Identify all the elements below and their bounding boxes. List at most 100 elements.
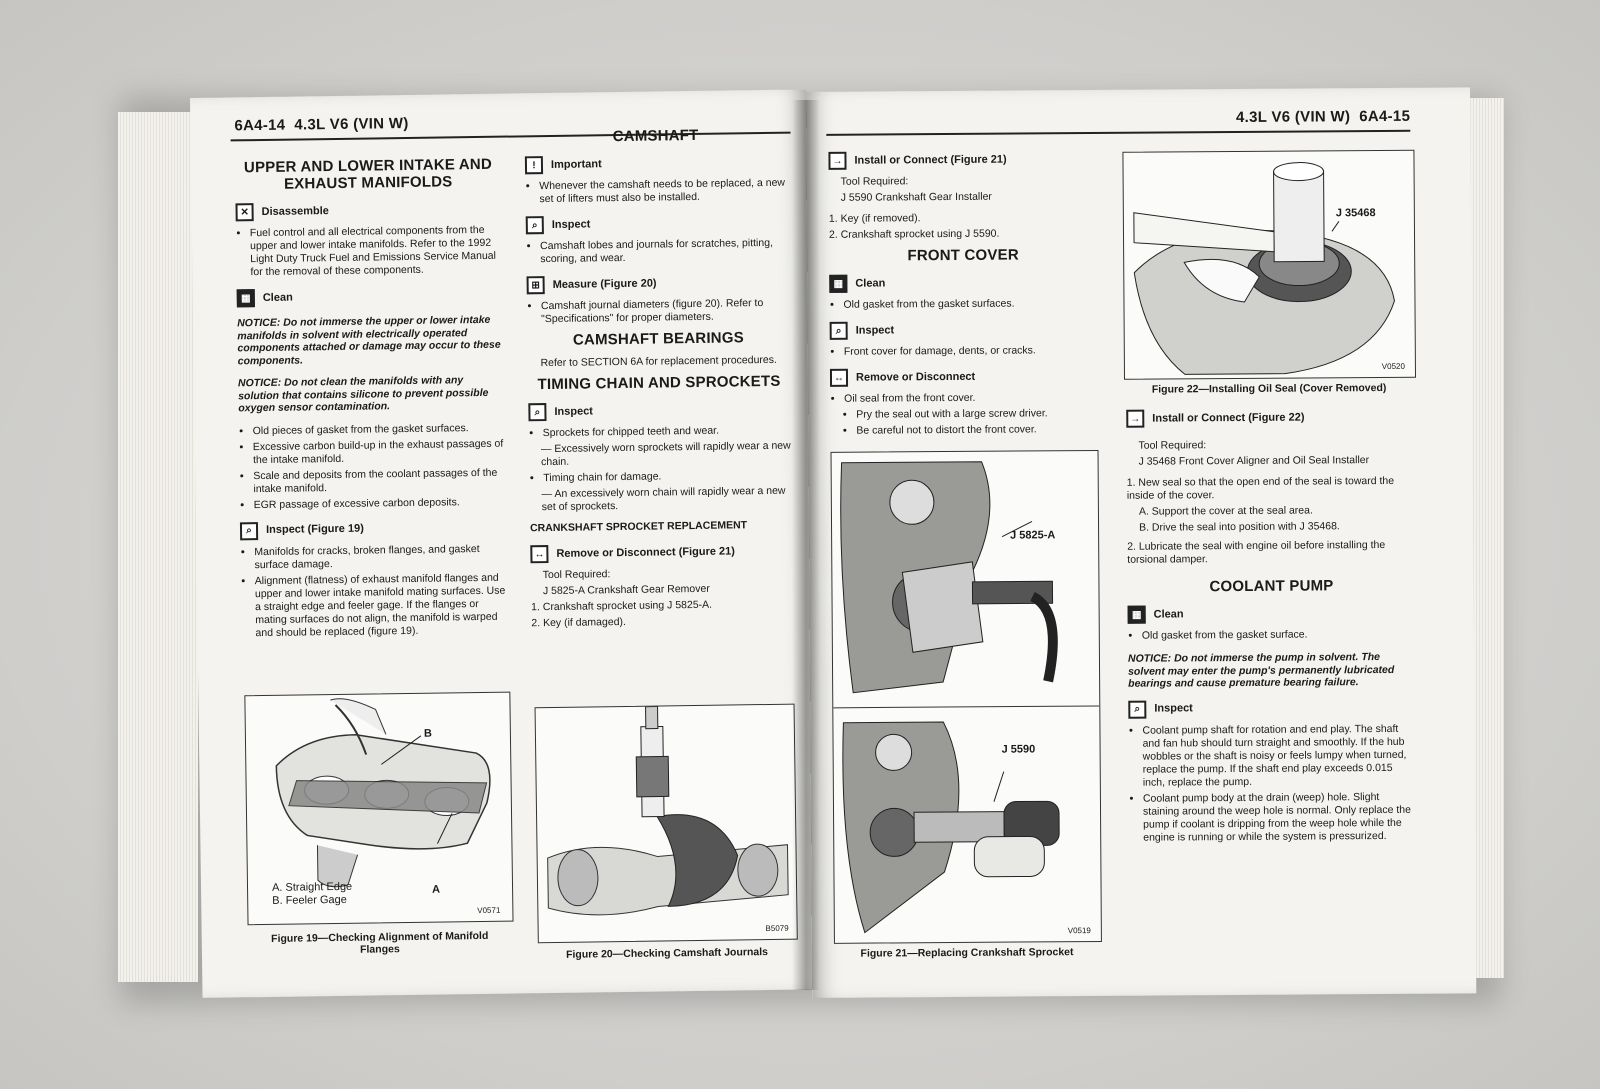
callout-j5825a: J 5825-A: [1010, 529, 1056, 542]
measure-item: Camshaft journal diameters (figure 20). …: [541, 297, 789, 326]
section-title-manifolds: UPPER AND LOWER INTAKE AND EXHAUST MANIF…: [243, 155, 493, 193]
left-running-head: 6A4-14 4.3L V6 (VIN W): [234, 115, 408, 134]
disassemble-label: Disassemble: [261, 204, 329, 218]
crankshaft-sprocket-heading: CRANKSHAFT SPROCKET REPLACEMENT: [529, 519, 748, 535]
clean-heading: ▦ Clean: [236, 286, 503, 308]
important-heading: ! Important: [524, 153, 787, 175]
disassemble-icon: ✕: [235, 203, 254, 222]
right-page-number: 6A4-15: [1359, 107, 1411, 126]
tool-required-label: Tool Required:: [542, 568, 611, 582]
exclamation-icon: !: [524, 156, 544, 175]
remove-heading: ↔ Remove or Disconnect (Figure 21): [530, 542, 792, 564]
tool-name: J 5825-A Crankshaft Gear Remover: [542, 582, 710, 598]
right-column-2: → Install or Connect (Figure 22) Tool Req…: [1126, 398, 1417, 847]
inspect-label: Inspect: [551, 217, 591, 231]
clean-item: Old pieces of gasket from the gasket sur…: [253, 421, 505, 438]
inspect-label: Inspect: [1154, 702, 1193, 715]
figure-20-caption: Figure 20—Checking Camshaft Journals: [565, 946, 769, 961]
magnifier-icon: ⌕: [528, 403, 547, 422]
clean-item: EGR passage of excessive carbon deposits…: [254, 495, 506, 512]
timing-item: Timing chain for damage.: [543, 469, 791, 485]
callout-j5590: J 5590: [1001, 743, 1036, 756]
left-page-number: 6A4-14: [234, 116, 286, 135]
inspect-heading: ⌕ Inspect: [1128, 698, 1416, 719]
notice-pump-solvent: NOTICE: Do not immerse the pump in solve…: [1127, 651, 1395, 690]
left-page-stack: [118, 112, 198, 982]
step: 2. Crankshaft sprocket using J 5590.: [828, 227, 1000, 241]
figure-22-illustration: J 35468 V0520: [1122, 149, 1417, 380]
crankshaft-sprocket-drawing: [833, 461, 1100, 934]
left-column-1: UPPER AND LOWER INTAKE AND EXHAUST MANIF…: [235, 150, 508, 643]
oil-seal-installer-drawing: [1133, 162, 1395, 375]
step: 2. Lubricate the seal with engine oil be…: [1127, 538, 1386, 566]
clean-label: Clean: [855, 276, 886, 290]
inspect-item: Alignment (flatness) of exhaust manifold…: [255, 571, 508, 640]
figure-20-code: B5079: [765, 923, 789, 934]
remove-subitem: Pry the seal out with a large screw driv…: [856, 407, 1098, 422]
manifold-drawing: [275, 698, 491, 888]
notice-silicone: NOTICE: Do not clean the manifolds with …: [237, 374, 489, 415]
inspect-item: Coolant pump shaft for rotation and end …: [1142, 722, 1416, 789]
right-column-1: →Install or Connect (Figure 21) Tool Req…: [828, 140, 1098, 441]
inspect-heading: ⌕Inspect (Figure 19): [239, 518, 506, 540]
inspect-item: Front cover for damage, dents, or cracks…: [844, 344, 1098, 359]
disassemble-heading: ✕ Disassemble: [235, 200, 501, 222]
timing-inspect-heading: ⌕ Inspect: [528, 400, 790, 422]
figure-22-caption: Figure 22—Installing Oil Seal (Cover Rem…: [1151, 381, 1387, 396]
camshaft-inspect-heading: ⌕ Inspect: [525, 213, 788, 235]
remove-label: Remove or Disconnect (Figure 21): [556, 544, 735, 560]
magnifier-icon: ⌕: [239, 521, 259, 540]
inspect-item: Manifolds for cracks, broken flanges, an…: [254, 542, 506, 572]
timing-subitem: — Excessively worn sprockets will rapidl…: [540, 439, 791, 469]
caliper-icon: ⊞: [526, 276, 545, 295]
inspect-label: Inspect: [554, 404, 594, 418]
callout-a: A: [431, 883, 441, 896]
tool-required-label: Tool Required:: [840, 175, 909, 188]
clean-item: Old gasket from the gasket surface.: [1142, 628, 1416, 643]
install-arrows-icon: →: [1126, 409, 1145, 428]
clean-icon: ▦: [829, 274, 848, 293]
left-page: 6A4-14 4.3L V6 (VIN W) UPPER AND LOWER I…: [190, 89, 819, 998]
remove-arrows-icon: ↔: [530, 545, 549, 564]
remove-label: Remove or Disconnect: [855, 370, 976, 384]
section-title-front-cover: FRONT COVER: [907, 246, 1019, 265]
install-label: Install or Connect (Figure 22): [1152, 411, 1305, 425]
figure-22-code: V0520: [1381, 361, 1405, 371]
book-gutter: [792, 100, 820, 990]
tool-required-label: Tool Required:: [1138, 439, 1207, 452]
tool-name: J 5590 Crankshaft Gear Installer: [840, 190, 992, 204]
figure-21-code: V0519: [1067, 926, 1091, 936]
figure-21-caption: Figure 21—Replacing Crankshaft Sprocket: [860, 946, 1074, 960]
install-heading: →Install or Connect (Figure 21): [828, 150, 1096, 170]
magnifier-icon: ⌕: [525, 216, 544, 235]
remove-subitem: Be careful not to distort the front cove…: [856, 423, 1098, 438]
figure-19-illustration: B A A. Straight Edge B. Feeler Gage V057…: [244, 691, 514, 926]
clean-item: Excessive carbon build-up in the exhaust…: [253, 437, 505, 467]
tool-name: J 35468 Front Cover Aligner and Oil Seal…: [1138, 454, 1370, 468]
clean-icon: ▦: [236, 289, 255, 308]
camshaft-micrometer-drawing: [547, 706, 789, 916]
left-engine-label: 4.3L V6 (VIN W): [294, 114, 409, 134]
section-title-coolant-pump: COOLANT PUMP: [1209, 577, 1334, 596]
figure-20-illustration: B5079: [534, 703, 798, 944]
inspect-heading: ⌕Inspect: [829, 320, 1098, 340]
measure-heading: ⊞Measure (Figure 20): [526, 273, 789, 295]
substep: B. Drive the seal into position with J 3…: [1139, 520, 1340, 534]
remove-heading: ↔Remove or Disconnect: [829, 367, 1098, 387]
callout-b: B: [423, 727, 432, 740]
legend-b: B. Feeler Gage: [272, 893, 347, 907]
camshaft-inspect-item: Camshaft lobes and journals for scratche…: [540, 237, 788, 266]
clean-label: Clean: [262, 291, 293, 304]
important-label: Important: [550, 157, 602, 171]
inspect-item: Coolant pump body at the drain (weep) ho…: [1143, 790, 1417, 844]
remove-item: Oil seal from the front cover.: [844, 391, 1098, 406]
timing-subitem: — An excessively worn chain will rapidly…: [541, 484, 786, 514]
magnifier-icon: ⌕: [1128, 700, 1147, 719]
notice-immerse: NOTICE: Do not immerse the upper or lowe…: [237, 313, 501, 367]
substep: A. Support the cover at the seal area.: [1138, 504, 1313, 518]
clean-heading: ▦ Clean: [829, 273, 1097, 293]
disassemble-item: Fuel control and all electrical componen…: [250, 224, 503, 280]
figure-19-caption: Figure 19—Checking Alignment of Manifold…: [271, 929, 489, 956]
step: 1. Key (if removed).: [828, 212, 921, 225]
